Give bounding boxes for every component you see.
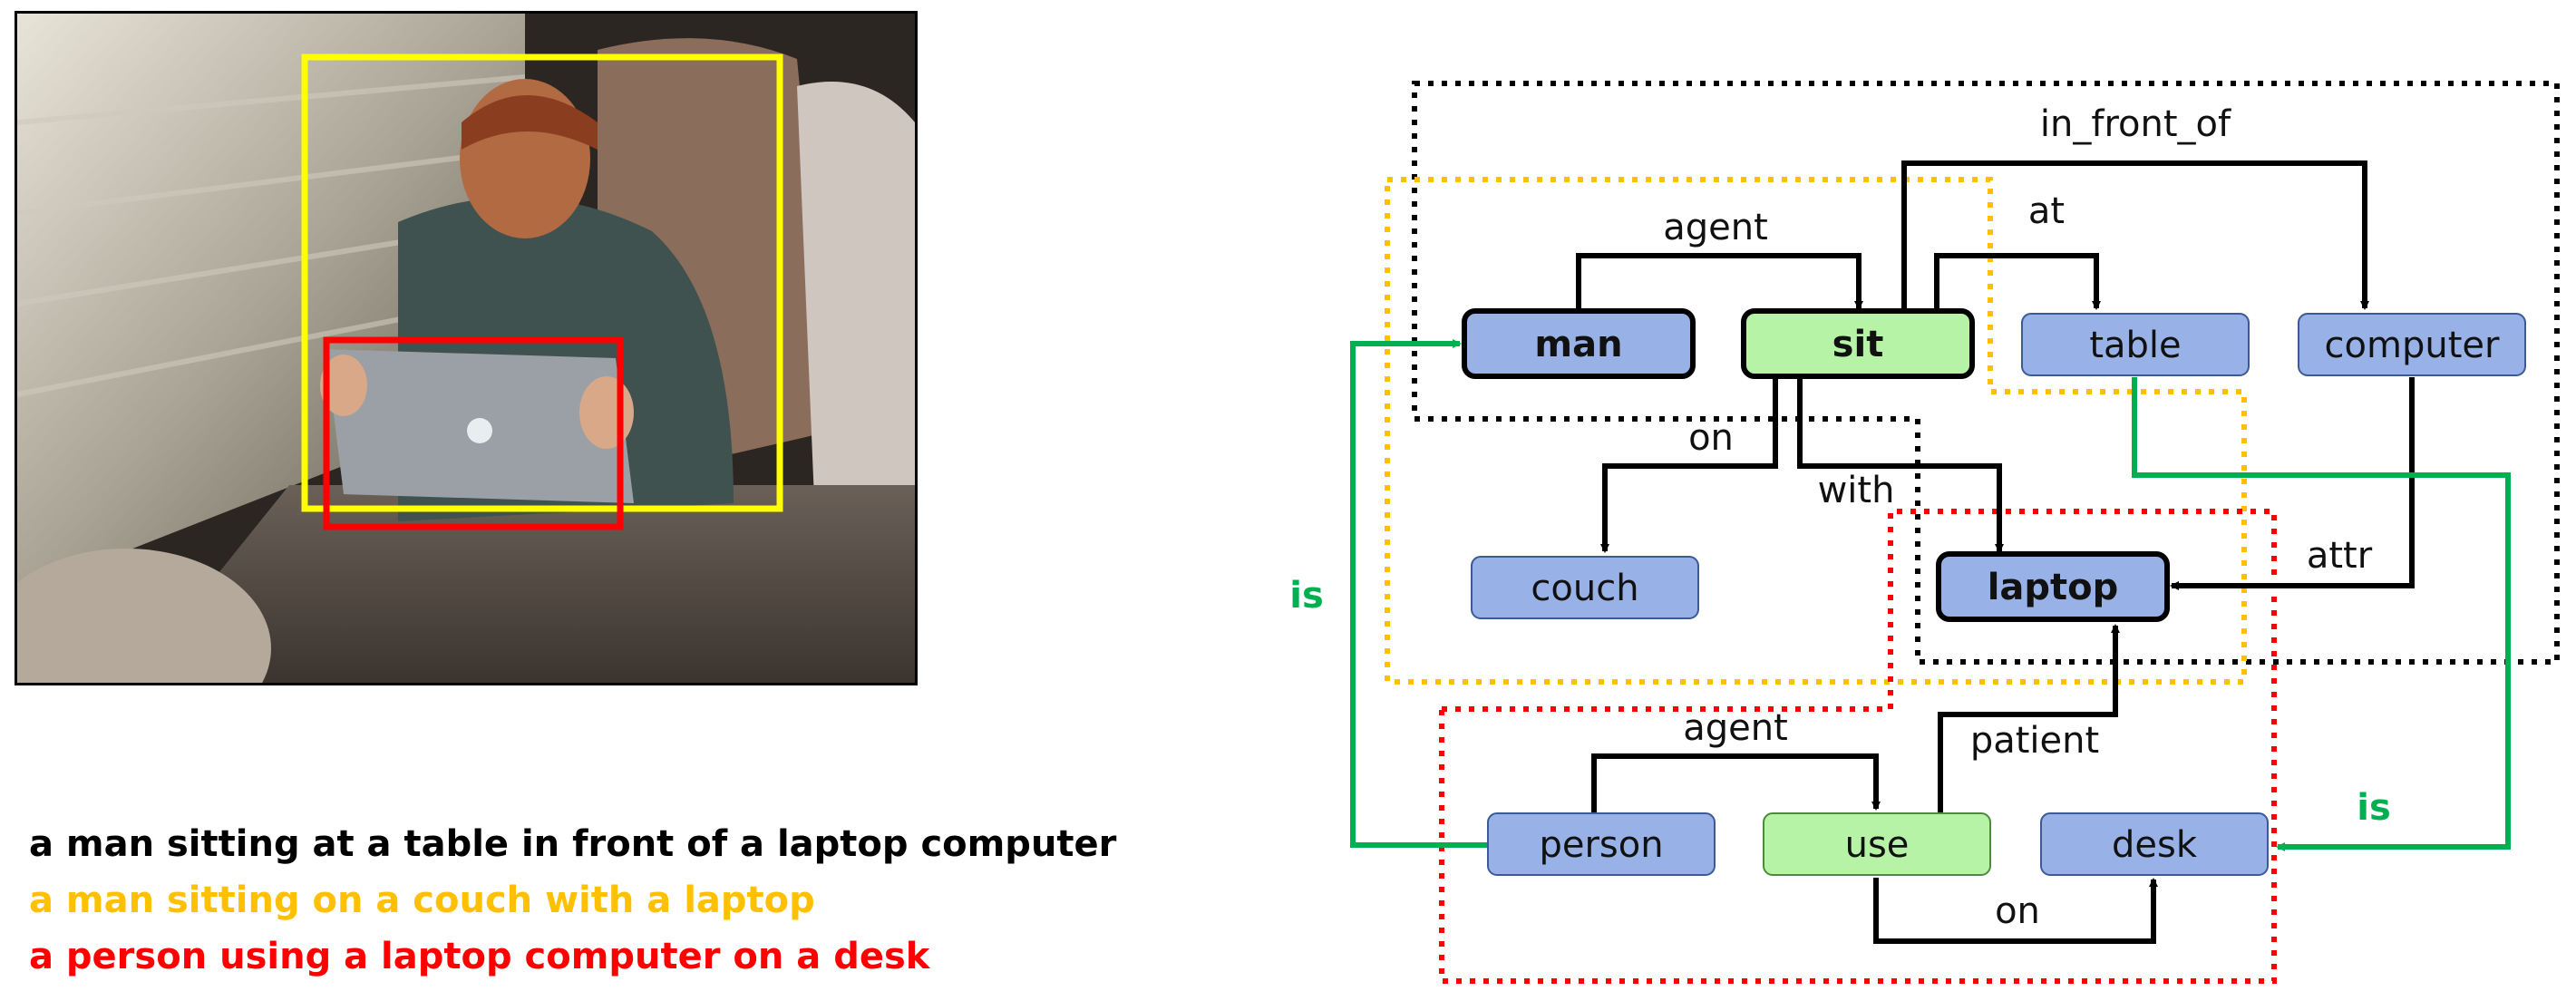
edge-is-right xyxy=(2132,377,2511,851)
node-sit: sit xyxy=(1741,308,1975,379)
svg-text:man: man xyxy=(1534,324,1622,365)
edge-is-left xyxy=(1350,339,1487,848)
scene-photo xyxy=(15,11,918,685)
svg-text:laptop: laptop xyxy=(1988,567,2119,608)
group-outline-yellow xyxy=(1385,177,2247,685)
group-outline-black xyxy=(1412,81,2560,665)
edge-label-attr: attr xyxy=(2307,535,2373,577)
node-computer: computer xyxy=(2298,313,2526,376)
detection-box-yellow xyxy=(301,53,783,512)
edge-patient xyxy=(1938,624,2120,812)
edge-label-is-left: is xyxy=(1289,575,1324,617)
edge-on-top xyxy=(1600,377,1778,553)
caption-red: a person using a laptop computer on a de… xyxy=(29,936,930,977)
svg-text:use: use xyxy=(1845,824,1910,866)
node-man: man xyxy=(1462,308,1696,379)
svg-text:computer: computer xyxy=(2325,325,2500,366)
node-laptop: laptop xyxy=(1936,551,2170,622)
svg-text:desk: desk xyxy=(2112,824,2198,866)
edge-label-at: at xyxy=(2028,190,2065,232)
caption-yellow: a man sitting on a couch with a laptop xyxy=(29,880,815,921)
edge-label-is-right: is xyxy=(2357,787,2391,829)
edge-on-bottom xyxy=(1873,878,2158,944)
edge-label-patient: patient xyxy=(1970,720,2099,762)
caption-black: a man sitting at a table in front of a l… xyxy=(29,823,1117,865)
svg-text:person: person xyxy=(1539,824,1663,866)
node-couch: couch xyxy=(1471,556,1699,619)
edge-attr xyxy=(2170,377,2415,590)
node-table: table xyxy=(2021,313,2250,376)
group-outline-red xyxy=(1439,509,2277,984)
edge-agent-top xyxy=(1576,253,1863,310)
photo-man-with-laptop xyxy=(17,14,915,683)
edge-agent-bottom xyxy=(1591,753,1881,812)
svg-text:sit: sit xyxy=(1832,324,1884,365)
node-desk: desk xyxy=(2040,812,2269,876)
node-person: person xyxy=(1487,812,1716,876)
edge-label-with: with xyxy=(1818,470,1895,511)
svg-text:table: table xyxy=(2089,325,2181,366)
edge-label-on-bottom: on xyxy=(1995,890,2040,932)
svg-text:couch: couch xyxy=(1531,568,1638,609)
edge-at xyxy=(1934,253,2101,310)
node-use: use xyxy=(1763,812,1991,876)
edge-label-agent-bottom: agent xyxy=(1683,707,1788,749)
edge-with xyxy=(1797,377,2004,553)
edge-label-in-front-of: in_front_of xyxy=(2040,103,2231,145)
edge-in-front-of xyxy=(1901,160,2369,310)
caption-list: a man sitting at a table in front of a l… xyxy=(29,816,1116,985)
detection-box-red xyxy=(323,336,624,530)
edge-label-agent-top: agent xyxy=(1663,207,1768,248)
edge-label-on-top: on xyxy=(1688,417,1734,459)
